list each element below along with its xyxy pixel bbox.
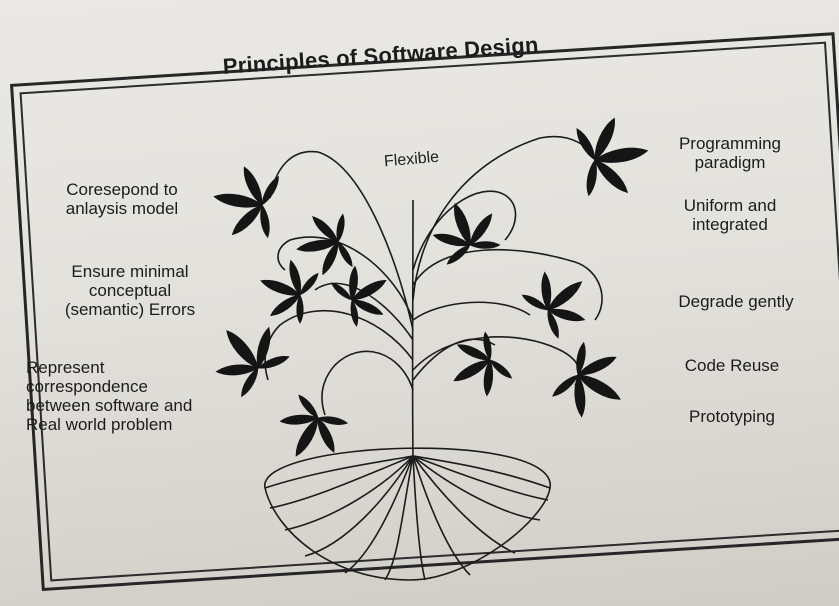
label-degrade-gently: Degrade gently bbox=[678, 292, 794, 311]
label-programming-paradigm: Programming paradigm bbox=[678, 134, 782, 172]
root-outline bbox=[264, 447, 551, 581]
leaf-cluster bbox=[267, 390, 354, 473]
label-ensure-minimal-errors: Ensure minimal conceptual (semantic) Err… bbox=[64, 262, 196, 319]
leaf-cluster-top-right bbox=[572, 111, 655, 203]
root-bulb bbox=[264, 447, 551, 581]
leaf-cluster bbox=[423, 192, 506, 269]
plant-stems bbox=[264, 135, 603, 457]
label-uniform-integrated: Uniform and integrated bbox=[683, 196, 777, 234]
leaf-cluster bbox=[516, 256, 603, 344]
leaf-cluster bbox=[292, 208, 357, 280]
leaf-cluster bbox=[250, 251, 323, 329]
leaf-cluster bbox=[198, 307, 296, 403]
label-prototyping: Prototyping bbox=[689, 407, 775, 426]
label-code-reuse: Code Reuse bbox=[684, 356, 780, 375]
label-represent-correspondence: Represent correspondence between softwar… bbox=[26, 358, 193, 434]
leaf-cluster-top-left bbox=[208, 160, 283, 244]
label-correspond-analysis-model: Coresepond to anlaysis model bbox=[65, 180, 179, 218]
